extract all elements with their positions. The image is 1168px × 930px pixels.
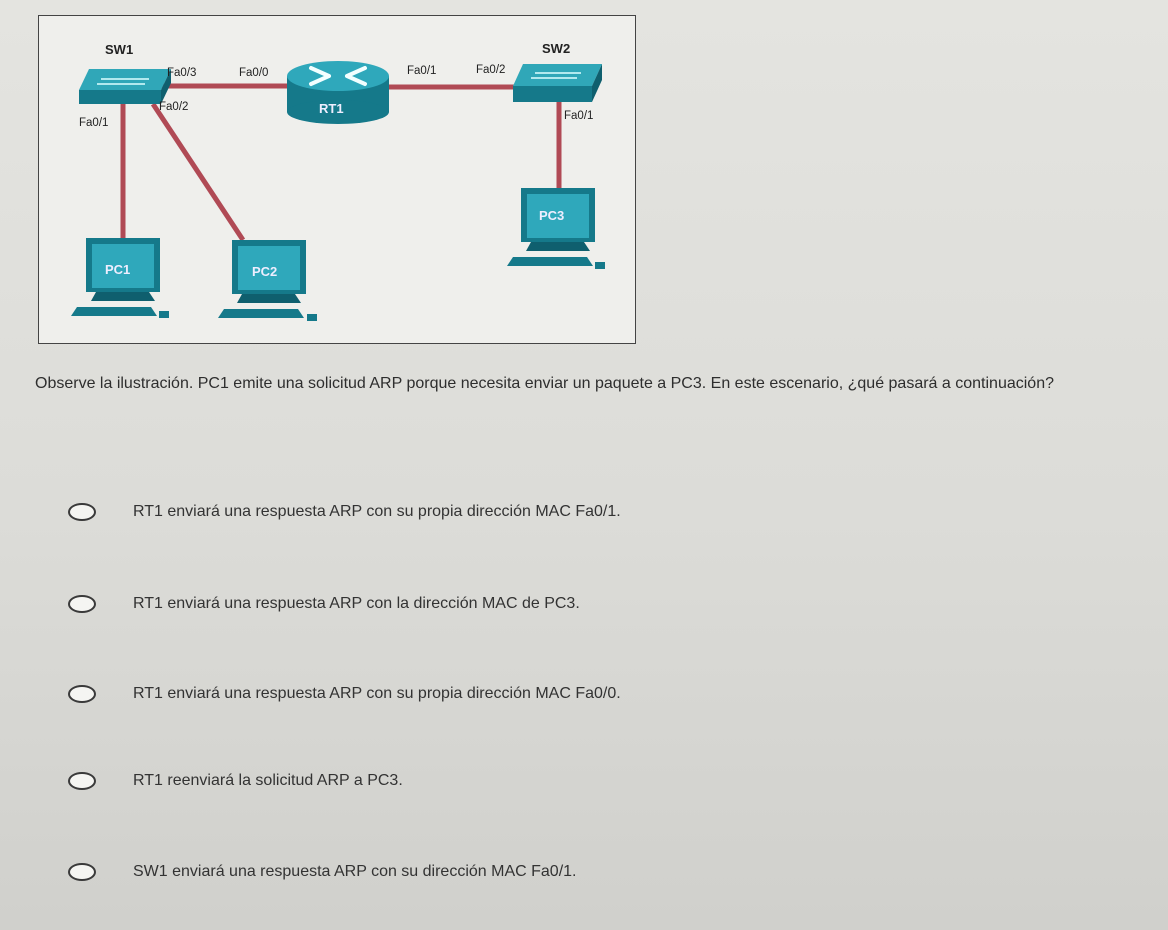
link-sw1-pc2 bbox=[150, 102, 246, 242]
topology-drawing bbox=[71, 61, 605, 321]
answer-option-3[interactable]: RT1 enviará una respuesta ARP con su pro… bbox=[68, 679, 621, 709]
device-label-sw2: SW2 bbox=[542, 41, 571, 56]
device-label-pc3: PC3 bbox=[539, 208, 565, 223]
answer-option-2[interactable]: RT1 enviará una respuesta ARP con la dir… bbox=[68, 589, 580, 619]
radio-button[interactable] bbox=[68, 595, 96, 613]
answer-option-4[interactable]: RT1 reenviará la solicitud ARP a PC3. bbox=[68, 766, 403, 796]
port-label-rt1-fa00: Fa0/0 bbox=[239, 67, 269, 79]
device-label-pc2: PC2 bbox=[252, 264, 278, 279]
pc1-computer-icon bbox=[71, 238, 169, 318]
answer-option-label: SW1 enviará una respuesta ARP con su dir… bbox=[133, 863, 577, 880]
device-label-pc1: PC1 bbox=[105, 262, 131, 277]
answer-option-5[interactable]: SW1 enviará una respuesta ARP con su dir… bbox=[68, 857, 576, 887]
answer-option-label: RT1 enviará una respuesta ARP con su pro… bbox=[133, 503, 621, 520]
switch-sw2-icon bbox=[513, 64, 602, 102]
port-label-sw2-fa02: Fa0/2 bbox=[476, 64, 506, 76]
answer-option-1[interactable]: RT1 enviará una respuesta ARP con su pro… bbox=[68, 497, 621, 527]
port-label-sw1-fa02: Fa0/2 bbox=[159, 101, 189, 113]
radio-button[interactable] bbox=[68, 685, 96, 703]
device-label-rt1: RT1 bbox=[319, 101, 344, 116]
port-label-sw1-fa01: Fa0/1 bbox=[79, 117, 109, 129]
router-rt1-icon bbox=[287, 61, 389, 124]
pc2-computer-icon bbox=[218, 240, 317, 321]
radio-button[interactable] bbox=[68, 772, 96, 790]
question-text: Observe la ilustración. PC1 emite una so… bbox=[35, 375, 1054, 392]
port-label-sw2-fa01: Fa0/1 bbox=[564, 110, 594, 122]
answer-option-label: RT1 enviará una respuesta ARP con la dir… bbox=[133, 595, 580, 612]
port-label-sw1-fa03: Fa0/3 bbox=[167, 67, 197, 79]
answer-option-label: RT1 reenviará la solicitud ARP a PC3. bbox=[133, 772, 403, 789]
answer-option-label: RT1 enviará una respuesta ARP con su pro… bbox=[133, 685, 621, 702]
switch-sw1-icon bbox=[79, 69, 171, 104]
port-label-rt1-fa01: Fa0/1 bbox=[407, 65, 437, 77]
pc3-computer-icon bbox=[507, 188, 605, 269]
radio-button[interactable] bbox=[68, 863, 96, 881]
network-topology-diagram: SW1 SW2 RT1 PC1 PC2 PC3 Fa0/3 Fa0/0 Fa0/… bbox=[38, 15, 636, 344]
radio-button[interactable] bbox=[68, 503, 96, 521]
device-label-sw1: SW1 bbox=[105, 42, 134, 57]
